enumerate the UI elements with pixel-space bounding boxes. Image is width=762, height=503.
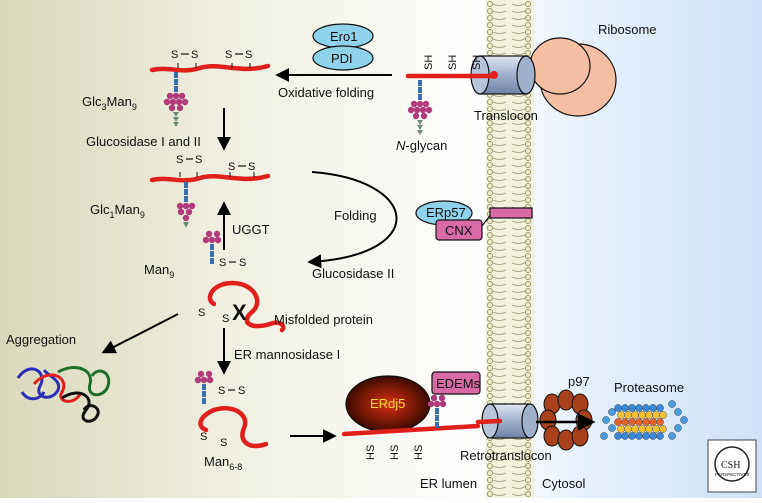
sh-1: SH [423, 55, 435, 70]
s-b4: S [248, 161, 255, 173]
aggregation-arrow [101, 313, 179, 354]
glucosidase-1-2-label: Glucosidase I and II [86, 134, 201, 149]
s-d3: S [200, 431, 207, 443]
folding-arrow [307, 171, 398, 269]
s-a3: S [225, 49, 232, 61]
s-c4: S [222, 313, 229, 325]
ero1-pdi [312, 23, 374, 71]
edems-label: EDEMs [436, 376, 481, 391]
glc1man9-chain: S S S S [149, 154, 271, 228]
nascent-chain: SH SH SH [405, 55, 493, 135]
s-d2: S [238, 385, 245, 397]
s-d1: S [218, 385, 225, 397]
s-b3: S [228, 161, 235, 173]
retrotranslocon [475, 403, 539, 439]
s-b1: S [176, 154, 183, 166]
glc3man9-label: Glc3Man9 [82, 94, 137, 112]
erdj5-label: ERdj5 [370, 396, 405, 411]
er-lumen-label: ER lumen [420, 476, 477, 491]
n-glycan-label: N-glycan [396, 138, 447, 153]
hs-2: HS [389, 445, 401, 460]
sh-2: SH [447, 55, 459, 70]
sh-3: SH [471, 55, 483, 70]
man6-8-protein: S S S S [194, 370, 269, 449]
s-d4: S [220, 437, 227, 449]
misfolded-label: Misfolded protein [274, 312, 373, 327]
erdj5-edems-complex: HS HS HS [341, 371, 481, 460]
cnx-label: CNX [445, 223, 473, 238]
pdi-label: PDI [331, 51, 353, 66]
glc3man9-chain: S S S S [149, 49, 271, 127]
hs-3: HS [413, 445, 425, 460]
s-a4: S [245, 49, 252, 61]
s-a2: S [191, 49, 198, 61]
retrotranslocon-label: Retrotranslocon [460, 448, 552, 463]
folding-label: Folding [334, 208, 377, 223]
logo-bottom-text: PERSPECTIVES [715, 472, 750, 477]
s-b2: S [195, 154, 202, 166]
logo-top-text: CSH [721, 460, 740, 471]
protein-aggregate [16, 366, 111, 423]
ribosome [529, 37, 617, 117]
man9-label: Man9 [144, 262, 174, 280]
oxidative-folding-label: Oxidative folding [278, 85, 374, 100]
misfolded-protein: S S S S X [198, 230, 286, 333]
s-c2: S [239, 257, 246, 269]
ero1-label: Ero1 [330, 29, 357, 44]
glc1man9-label: Glc1Man9 [90, 202, 145, 220]
s-a1: S [171, 49, 178, 61]
s-c3: S [198, 307, 205, 319]
s-c1: S [219, 257, 226, 269]
hs-1: HS [365, 445, 377, 460]
csh-perspectives-logo: CSH PERSPECTIVES [707, 439, 757, 493]
glucosidase-2-label: Glucosidase II [312, 266, 394, 281]
aggregation-label: Aggregation [6, 332, 76, 347]
erp57-label: ERp57 [426, 205, 466, 220]
p97-label: p97 [568, 374, 590, 389]
proteasome [600, 400, 688, 440]
erp57-cnx [415, 200, 533, 241]
uggt-label: UGGT [232, 222, 270, 237]
er-mannosidase-label: ER mannosidase I [234, 347, 340, 362]
cytosol-label: Cytosol [542, 476, 585, 491]
man6-8-label: Man6-8 [204, 454, 242, 472]
proteasome-label: Proteasome [614, 380, 684, 395]
ribosome-label: Ribosome [598, 22, 657, 37]
translocon-label: Translocon [474, 108, 538, 123]
misfold-x-mark: X [232, 300, 247, 325]
